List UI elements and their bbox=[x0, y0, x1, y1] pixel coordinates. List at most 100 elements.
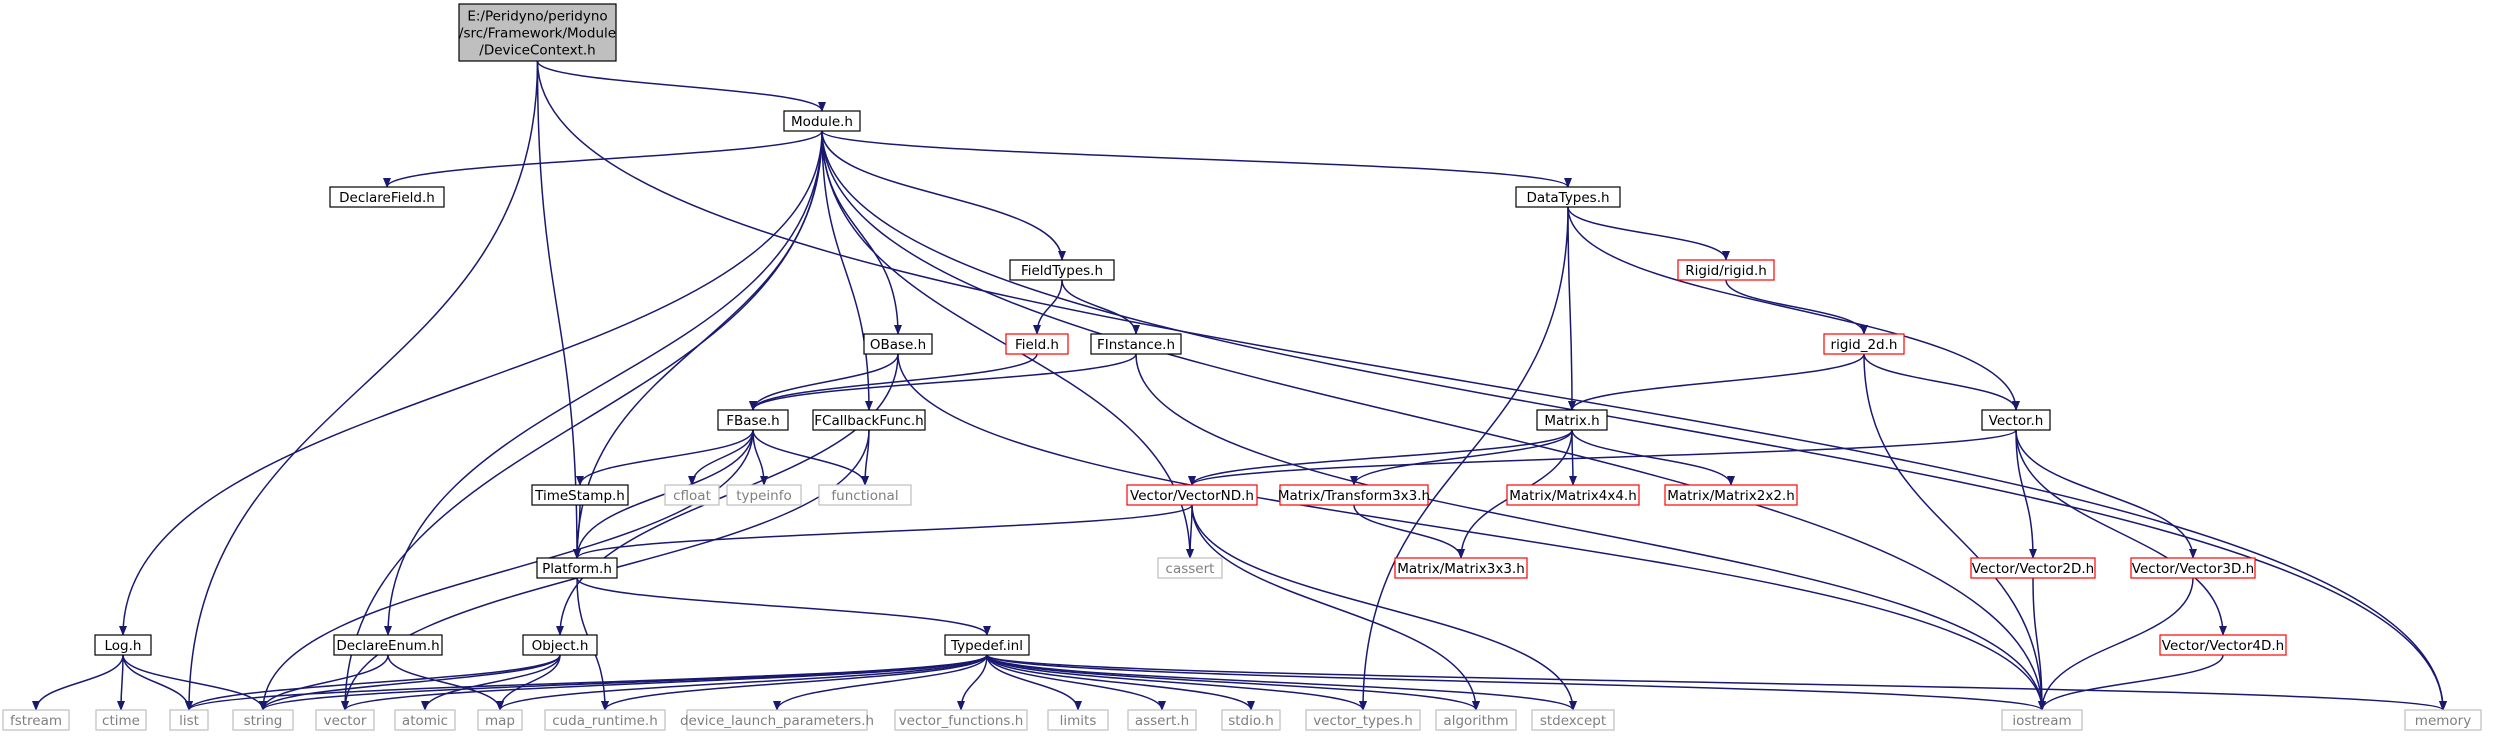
node-matrix3x3[interactable]: Matrix/Matrix3x3.h bbox=[1394, 557, 1528, 579]
edge-finstance-to-fbase bbox=[749, 353, 1137, 411]
node-vectorstd-label: vector bbox=[324, 713, 367, 729]
node-fcallback[interactable]: FCallbackFunc.h bbox=[812, 409, 926, 431]
node-cassert-box bbox=[1157, 557, 1223, 579]
node-object[interactable]: Object.h bbox=[522, 634, 598, 656]
edge-root-to-memory bbox=[536, 60, 2447, 711]
edge-log-to-list bbox=[122, 654, 193, 711]
edge-rigid2d-to-matrix bbox=[1568, 353, 1865, 411]
edge-typedef-to-stdexcept bbox=[986, 654, 1577, 711]
node-list: list bbox=[169, 709, 209, 731]
node-obase[interactable]: OBase.h bbox=[863, 333, 933, 355]
edge-fbase-to-timestamp bbox=[576, 429, 754, 486]
edge-fbase-to-typeinfo bbox=[752, 429, 768, 486]
node-module[interactable]: Module.h bbox=[783, 110, 861, 132]
node-devicelaunch-label: device_launch_parameters.h bbox=[680, 713, 874, 729]
node-vector-label: Vector.h bbox=[1989, 413, 2044, 429]
node-matrix-label: Matrix.h bbox=[1544, 413, 1599, 429]
node-field[interactable]: Field.h bbox=[1005, 333, 1069, 355]
node-fstream-label: fstream bbox=[10, 713, 62, 729]
node-list-box bbox=[169, 709, 209, 731]
node-fstream-box bbox=[2, 709, 70, 731]
node-vector2d-box bbox=[1970, 557, 2096, 579]
node-rigid2d[interactable]: rigid_2d.h bbox=[1823, 333, 1905, 355]
node-transform3x3[interactable]: Matrix/Transform3x3.h bbox=[1278, 484, 1430, 506]
edge-typedef-to-vectorstd bbox=[341, 654, 988, 711]
node-ctime-label: ctime bbox=[102, 713, 140, 729]
node-cassert: cassert bbox=[1157, 557, 1223, 579]
node-root[interactable]: E:/Peridyno/peridyno/src/Framework/Modul… bbox=[458, 3, 617, 62]
edge-vector-to-vectornd bbox=[1188, 429, 2017, 486]
edge-typedef-to-limits bbox=[986, 654, 1082, 711]
node-vector-box bbox=[1981, 409, 2051, 431]
node-matrix3x3-label: Matrix/Matrix3x3.h bbox=[1397, 561, 1525, 577]
node-cfloat-box bbox=[664, 484, 720, 506]
node-platform[interactable]: Platform.h bbox=[536, 557, 618, 579]
edge-vector-to-vector3d bbox=[2015, 429, 2197, 559]
node-fieldtypes-label: FieldTypes.h bbox=[1021, 263, 1103, 279]
node-vectorstd-box bbox=[315, 709, 375, 731]
node-limits: limits bbox=[1047, 709, 1109, 731]
node-fieldtypes[interactable]: FieldTypes.h bbox=[1009, 259, 1115, 281]
node-fbase-label: FBase.h bbox=[726, 413, 780, 429]
node-vector3d[interactable]: Vector/Vector3D.h bbox=[2130, 557, 2256, 579]
edge-fieldtypes-to-finstance bbox=[1061, 279, 1140, 335]
edge-vector-to-vector2d bbox=[2015, 429, 2037, 559]
edge-declareenum-to-map bbox=[387, 654, 504, 711]
node-vector4d[interactable]: Vector/Vector4D.h bbox=[2159, 634, 2287, 656]
node-vectorstd: vector bbox=[315, 709, 375, 731]
node-field-label: Field.h bbox=[1015, 337, 1059, 353]
node-typedef[interactable]: Typedef.inl bbox=[944, 634, 1030, 656]
node-declarefield[interactable]: DeclareField.h bbox=[329, 186, 445, 208]
node-timestamp-label: TimeStamp.h bbox=[534, 488, 625, 504]
node-datatypes[interactable]: DataTypes.h bbox=[1515, 186, 1621, 208]
node-typeinfo-label: typeinfo bbox=[736, 488, 791, 504]
node-fbase[interactable]: FBase.h bbox=[717, 409, 789, 431]
node-ctime: ctime bbox=[95, 709, 147, 731]
edge-typedef-to-stdio bbox=[986, 654, 1255, 711]
node-finstance[interactable]: FInstance.h bbox=[1090, 333, 1182, 355]
node-timestamp[interactable]: TimeStamp.h bbox=[531, 484, 629, 506]
node-memory-box bbox=[2404, 709, 2482, 731]
node-matrix[interactable]: Matrix.h bbox=[1536, 409, 1608, 431]
node-list-label: list bbox=[179, 713, 199, 729]
edge-module-to-memory bbox=[821, 130, 2447, 711]
node-string: string bbox=[232, 709, 294, 731]
node-typedef-label: Typedef.inl bbox=[950, 638, 1023, 654]
edge-typedef-to-memory bbox=[986, 654, 2447, 711]
node-iostream-box bbox=[2001, 709, 2083, 731]
node-matrix2x2[interactable]: Matrix/Matrix2x2.h bbox=[1664, 484, 1798, 506]
node-transform3x3-label: Matrix/Transform3x3.h bbox=[1278, 488, 1430, 504]
node-rigid2d-box bbox=[1823, 333, 1905, 355]
edge-datatypes-to-matrix bbox=[1567, 206, 1576, 411]
node-datatypes-box bbox=[1515, 186, 1621, 208]
node-typeinfo-box bbox=[726, 484, 802, 506]
edge-finstance-to-iostream bbox=[1135, 353, 2046, 711]
edge-typedef-to-iostream bbox=[986, 654, 2046, 711]
node-log[interactable]: Log.h bbox=[94, 634, 152, 656]
edge-module-to-vectorstd bbox=[341, 130, 823, 711]
node-vector2d[interactable]: Vector/Vector2D.h bbox=[1970, 557, 2096, 579]
node-ctime-box bbox=[95, 709, 147, 731]
edge-declareenum-to-string bbox=[259, 654, 389, 711]
node-atomic: atomic bbox=[394, 709, 456, 731]
node-string-box bbox=[232, 709, 294, 731]
edge-typedef-to-algorithm bbox=[986, 654, 1480, 711]
edge-field-to-fbase bbox=[749, 353, 1038, 411]
node-matrix4x4[interactable]: Matrix/Matrix4x4.h bbox=[1506, 484, 1640, 506]
node-vectornd[interactable]: Vector/VectorND.h bbox=[1126, 484, 1258, 506]
edge-log-to-fstream bbox=[32, 654, 124, 711]
edge-matrix-to-matrix2x2 bbox=[1571, 429, 1735, 486]
edge-typedef-to-vectorfunctions bbox=[957, 654, 988, 711]
node-vector[interactable]: Vector.h bbox=[1981, 409, 2051, 431]
node-root-label: /DeviceContext.h bbox=[479, 43, 595, 59]
edge-module-to-datatypes bbox=[821, 130, 1572, 188]
node-platform-label: Platform.h bbox=[542, 561, 612, 577]
node-vector4d-label: Vector/Vector4D.h bbox=[2162, 638, 2284, 654]
node-declareenum[interactable]: DeclareEnum.h bbox=[333, 634, 443, 656]
edge-module-to-fcallback bbox=[821, 130, 873, 411]
edge-object-to-string bbox=[259, 654, 561, 711]
node-fbase-box bbox=[717, 409, 789, 431]
edge-object-to-atomic bbox=[421, 654, 561, 711]
node-rigid[interactable]: Rigid/rigid.h bbox=[1677, 259, 1775, 281]
node-atomic-box bbox=[394, 709, 456, 731]
